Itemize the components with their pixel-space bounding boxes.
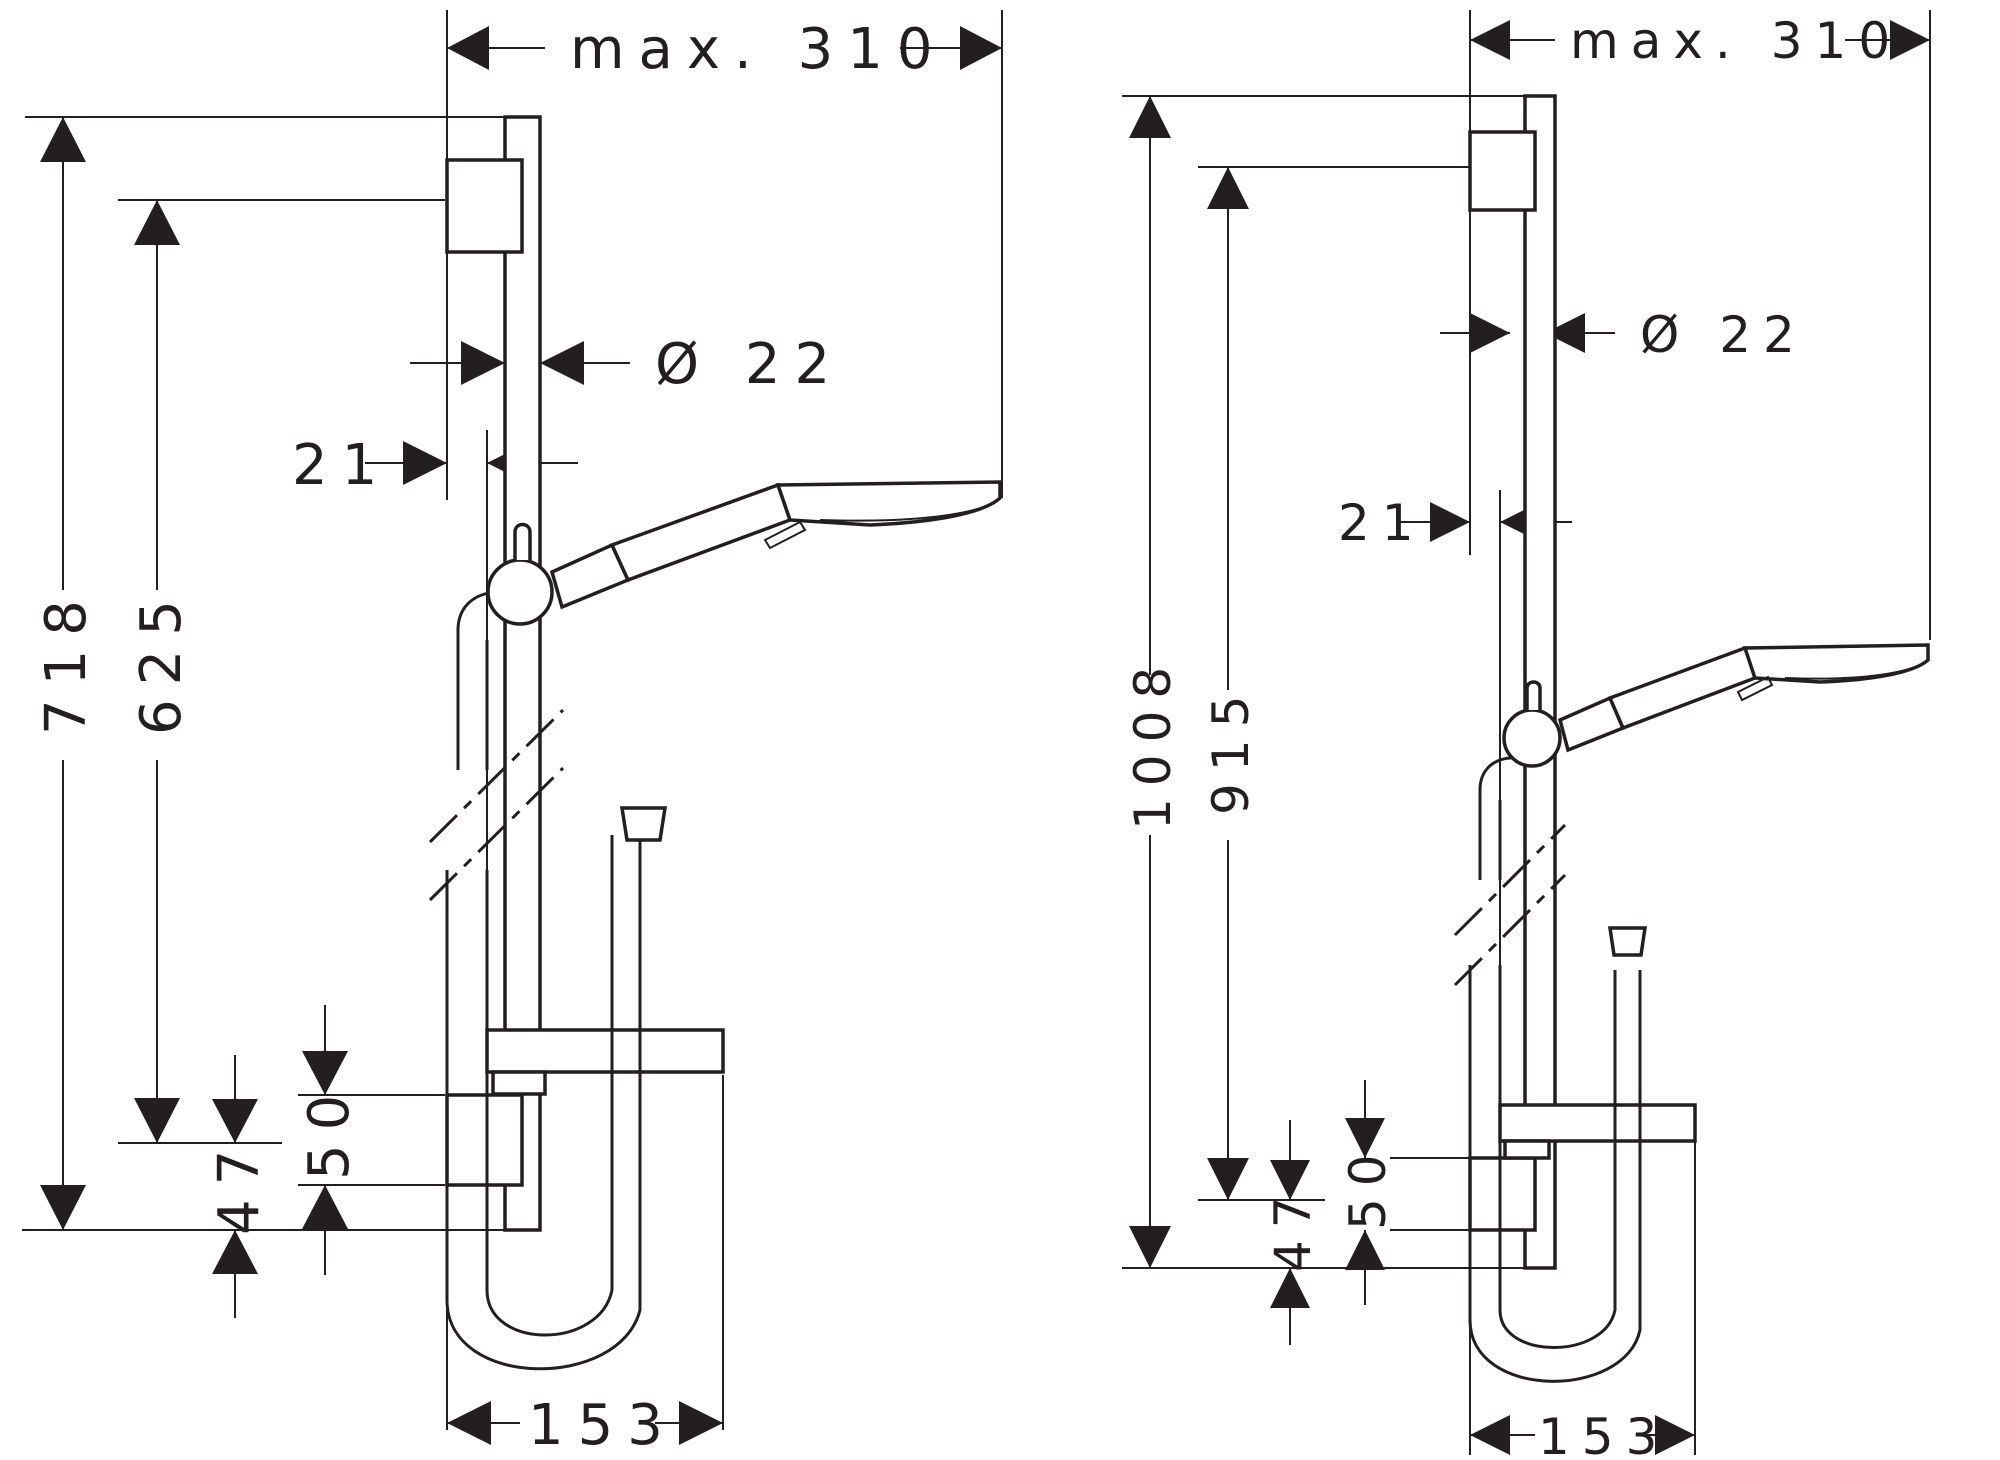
hose-connector <box>619 806 668 842</box>
handshower-spray-face <box>819 504 991 522</box>
drawing-left: max. 310 718 625 47 50 Ø 22 <box>22 10 1003 1458</box>
arrow <box>1345 1230 1385 1270</box>
handshower-handle <box>609 482 793 583</box>
arrow <box>1207 1158 1249 1200</box>
drawing-right: max. 310 1008 915 47 50 Ø 22 <box>1122 10 1931 1460</box>
dim-label-max: max. 310 <box>1570 12 1902 70</box>
arrow <box>40 1185 86 1230</box>
dim-label-21: 21 <box>1338 494 1426 552</box>
wall-bracket-bottom <box>1468 1156 1537 1232</box>
soap-shelf <box>485 1028 725 1074</box>
handshower-head <box>775 480 1002 527</box>
arrow <box>1345 1118 1385 1158</box>
break-line <box>428 708 565 844</box>
arrow <box>960 26 1002 70</box>
hose-loop-outer <box>445 835 642 1371</box>
hose-connector <box>1607 926 1648 957</box>
arrow <box>1890 20 1930 60</box>
arrow <box>1207 167 1249 209</box>
shower-rail <box>503 115 542 1232</box>
handshower-button <box>1736 675 1774 702</box>
dim-label-diameter: Ø 22 <box>655 332 844 397</box>
hose-loop-inner <box>1498 965 1617 1349</box>
slider-pin <box>513 522 532 560</box>
arrow <box>403 441 447 485</box>
dim-label-21: 21 <box>292 433 391 498</box>
arrow <box>134 1098 180 1143</box>
arrow <box>1270 1160 1310 1200</box>
handshower-spray-face <box>1784 664 1921 680</box>
dim-label-diameter: Ø 22 <box>1640 306 1807 364</box>
hose-loop-inner <box>485 835 614 1337</box>
arrow <box>447 26 489 70</box>
shelf-clamp <box>491 1070 547 1096</box>
arrow <box>134 200 180 245</box>
arrow <box>540 341 584 385</box>
shower-rail <box>1523 94 1557 1270</box>
slider-knob <box>486 558 554 626</box>
arrow <box>1470 1415 1510 1455</box>
arrow <box>1129 96 1171 138</box>
arrow <box>1470 313 1510 353</box>
handshower-button <box>763 520 807 550</box>
wall-bracket-bottom <box>445 1093 524 1187</box>
arrow <box>212 1099 258 1143</box>
arrow <box>1430 502 1470 542</box>
arrow <box>302 1051 348 1095</box>
slider-knob <box>1502 708 1562 768</box>
dim-label-915: 915 <box>1202 684 1260 815</box>
slider-pin <box>1525 680 1542 710</box>
dim-label-50: 50 <box>297 1081 362 1180</box>
arrow <box>302 1185 348 1229</box>
arrow <box>1270 1268 1310 1308</box>
dim-label-1008: 1008 <box>1124 655 1182 830</box>
arrow <box>1470 20 1510 60</box>
arrow <box>447 1401 491 1445</box>
dim-label-47: 47 <box>1264 1184 1322 1272</box>
arrow <box>461 341 505 385</box>
handshower-handle <box>1607 645 1758 731</box>
handshower-head <box>1742 643 1930 684</box>
arrow <box>1545 313 1585 353</box>
dim-label-50: 50 <box>1339 1142 1397 1230</box>
soap-shelf <box>1498 1103 1697 1143</box>
arrow <box>679 1401 723 1445</box>
break-line <box>428 766 565 902</box>
hose-loop-outer <box>1468 965 1642 1383</box>
wall-bracket-top <box>1468 130 1537 212</box>
dim-label-47: 47 <box>207 1136 272 1235</box>
arrow <box>40 117 86 162</box>
dim-label-153: 153 <box>1538 1408 1669 1460</box>
dim-label-625: 625 <box>129 586 194 735</box>
break-line <box>1453 823 1567 937</box>
dim-label-153: 153 <box>528 1393 677 1458</box>
arrow <box>212 1230 258 1274</box>
break-line <box>1453 873 1567 987</box>
dim-label-max: max. 310 <box>570 17 947 82</box>
shelf-clamp <box>1503 1139 1551 1160</box>
wall-bracket-top <box>445 158 524 254</box>
arrow <box>1129 1226 1171 1268</box>
arrow <box>1655 1415 1695 1455</box>
dim-label-718: 718 <box>34 586 99 735</box>
